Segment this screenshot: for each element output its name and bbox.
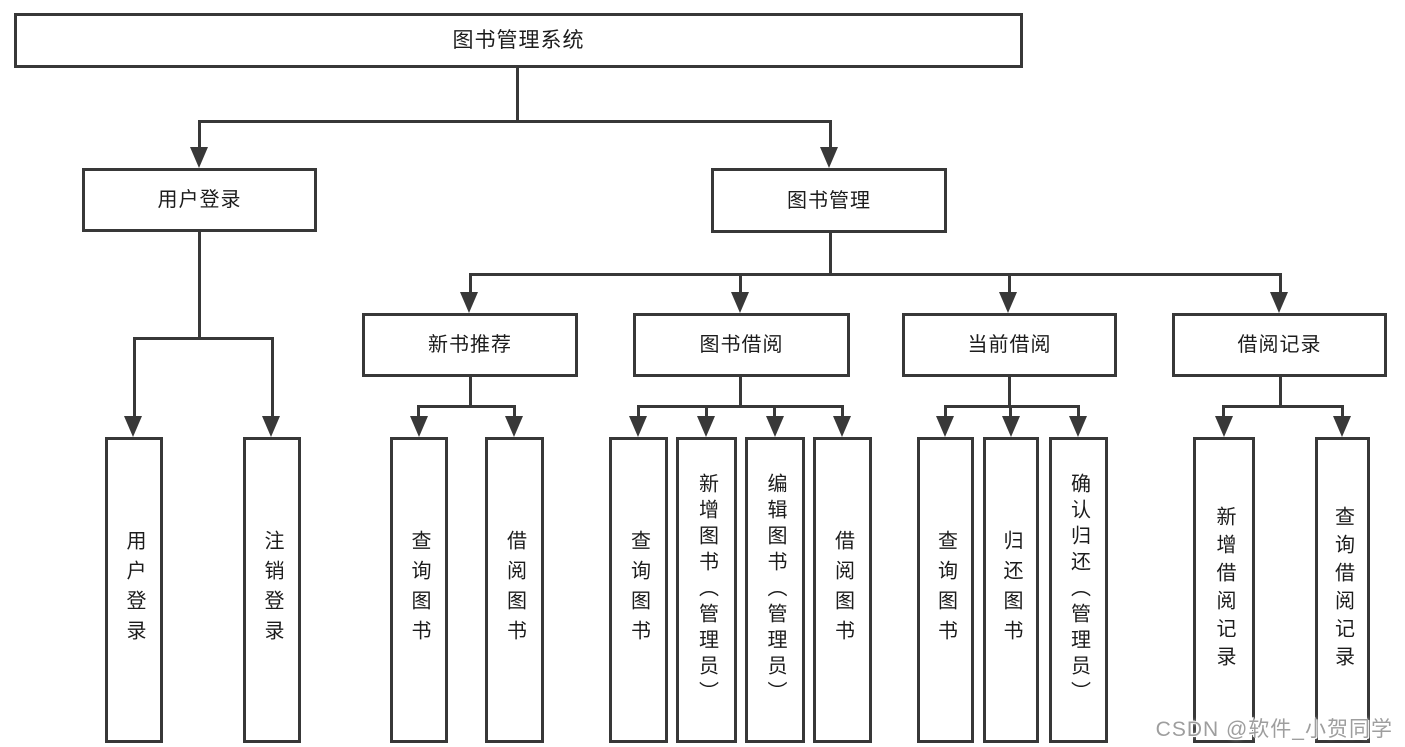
connector-level2-branch: [198, 120, 831, 123]
connector-drop: [133, 337, 136, 422]
arrow-down-icon: [1069, 416, 1087, 437]
node-leaf-add-book-admin: 新增图书（管理员）: [676, 437, 737, 743]
arrow-down-icon: [1002, 416, 1020, 437]
connector-drop: [417, 405, 420, 423]
connector-root-stub: [516, 66, 519, 120]
arrow-down-icon: [505, 416, 523, 437]
node-current-borrow: 当前借阅: [902, 313, 1117, 377]
connector-drop: [637, 405, 640, 423]
connector-drop-new-book: [469, 273, 472, 297]
connector-record-stub: [1279, 375, 1282, 407]
node-leaf-query-books-1: 查询图书: [390, 437, 448, 743]
node-leaf-return-book: 归还图书: [983, 437, 1039, 743]
connector-drop: [773, 405, 776, 423]
connector-user-login-stub: [198, 230, 201, 337]
arrow-down-icon: [999, 292, 1017, 313]
arrow-down-icon: [936, 416, 954, 437]
arrow-down-icon: [1333, 416, 1351, 437]
connector-drop-record: [1279, 273, 1282, 297]
connector-drop: [1222, 405, 1225, 423]
connector-drop: [841, 405, 844, 423]
arrow-down-icon: [820, 147, 838, 168]
node-new-book-rec: 新书推荐: [362, 313, 578, 377]
node-leaf-query-books-3: 查询图书: [917, 437, 974, 743]
arrow-down-icon: [1215, 416, 1233, 437]
connector-drop-borrow: [739, 273, 742, 297]
arrow-down-icon: [124, 416, 142, 437]
node-leaf-edit-book-admin: 编辑图书（管理员）: [745, 437, 805, 743]
node-leaf-user-login: 用户登录: [105, 437, 163, 743]
connector-record-branch: [1223, 405, 1343, 408]
node-leaf-borrow-books-2: 借阅图书: [813, 437, 872, 743]
connector-drop-current: [1008, 273, 1011, 297]
arrow-down-icon: [262, 416, 280, 437]
node-leaf-logout: 注销登录: [243, 437, 301, 743]
arrow-down-icon: [697, 416, 715, 437]
connector-drop-user-login: [198, 120, 201, 152]
connector-drop: [1341, 405, 1344, 423]
node-leaf-query-borrow-record: 查询借阅记录: [1315, 437, 1370, 743]
connector-drop: [1077, 405, 1080, 423]
connector-drop: [1009, 405, 1012, 423]
connector-new-book-branch: [418, 405, 516, 408]
connector-borrow-branch: [637, 405, 843, 408]
node-user-login: 用户登录: [82, 168, 317, 232]
connector-drop: [944, 405, 947, 423]
arrow-down-icon: [766, 416, 784, 437]
node-root: 图书管理系统: [14, 13, 1023, 68]
connector-drop: [513, 405, 516, 423]
arrow-down-icon: [833, 416, 851, 437]
arrow-down-icon: [190, 147, 208, 168]
connector-borrow-stub: [739, 375, 742, 407]
connector-drop: [705, 405, 708, 423]
csdn-watermark: CSDN @软件_小贺同学: [1155, 718, 1393, 741]
connector-level3-branch: [469, 273, 1282, 276]
node-leaf-add-borrow-record: 新增借阅记录: [1193, 437, 1255, 743]
node-leaf-query-books-2: 查询图书: [609, 437, 668, 743]
node-leaf-borrow-books-1: 借阅图书: [485, 437, 544, 743]
connector-new-book-stub: [469, 375, 472, 407]
arrow-down-icon: [460, 292, 478, 313]
node-book-borrow: 图书借阅: [633, 313, 850, 377]
arrow-down-icon: [629, 416, 647, 437]
node-borrow-record: 借阅记录: [1172, 313, 1387, 377]
connector-drop: [271, 337, 274, 422]
arrow-down-icon: [410, 416, 428, 437]
node-leaf-confirm-return-admin: 确认归还（管理员）: [1049, 437, 1108, 743]
connector-user-login-branch: [133, 337, 274, 340]
connector-drop-book-mgmt: [829, 120, 832, 152]
node-book-mgmt: 图书管理: [711, 168, 947, 233]
arrow-down-icon: [731, 292, 749, 313]
arrow-down-icon: [1270, 292, 1288, 313]
connector-book-mgmt-stub: [829, 231, 832, 275]
connector-current-stub: [1008, 375, 1011, 407]
